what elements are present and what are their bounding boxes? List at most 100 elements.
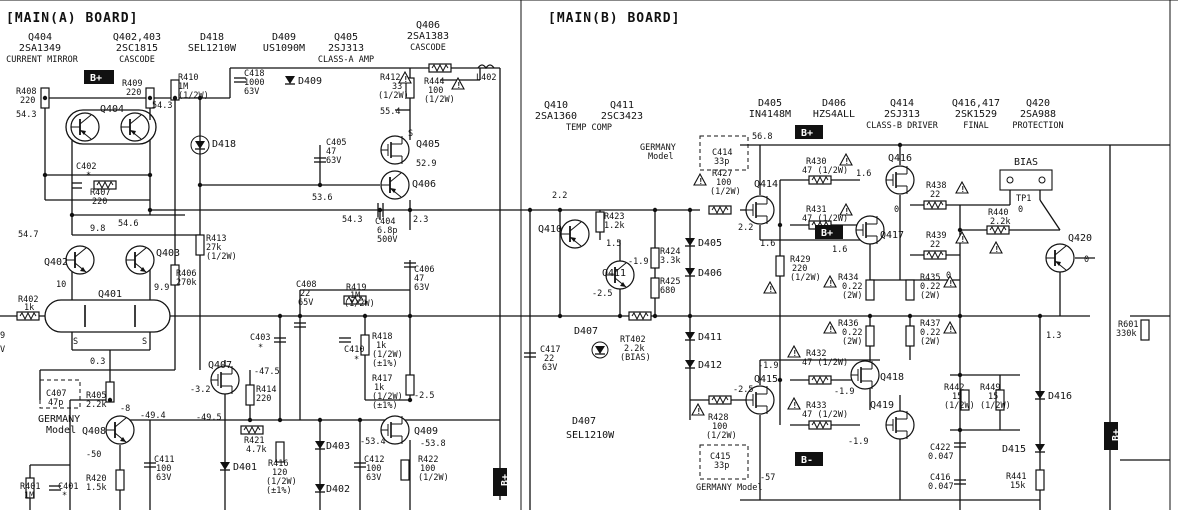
svg-text:R425: R425 — [660, 277, 680, 287]
svg-text:2SK1529: 2SK1529 — [955, 109, 997, 120]
svg-text:-57: -57 — [760, 473, 775, 483]
c403: C403* — [250, 333, 287, 353]
svg-text:63V: 63V — [244, 87, 259, 97]
svg-text:2.2: 2.2 — [738, 223, 753, 233]
svg-text:CURRENT MIRROR: CURRENT MIRROR — [6, 55, 79, 65]
svg-text:Q419: Q419 — [870, 400, 894, 411]
svg-text:R406: R406 — [176, 269, 196, 279]
svg-text:100: 100 — [420, 464, 435, 474]
svg-text:15: 15 — [952, 392, 962, 402]
svg-text:IN4148M: IN4148M — [749, 109, 791, 120]
q406: Q406 — [380, 170, 436, 200]
q415: Q415 — [745, 374, 778, 415]
svg-text:R402: R402 — [18, 295, 38, 305]
svg-text:R423: R423 — [604, 212, 624, 222]
q402: Q402 — [44, 245, 95, 275]
svg-text:D402: D402 — [326, 484, 350, 495]
svg-text:(±1%): (±1%) — [372, 401, 398, 411]
svg-text:63V: 63V — [366, 473, 381, 483]
svg-text:D416: D416 — [1048, 391, 1072, 402]
svg-text:47 (1/2W): 47 (1/2W) — [802, 410, 848, 420]
svg-text:R413: R413 — [206, 234, 226, 244]
svg-text:2.2k: 2.2k — [624, 344, 644, 354]
svg-text:(1/2W): (1/2W) — [980, 401, 1011, 411]
svg-text:C405: C405 — [326, 138, 346, 148]
svg-text:2.2k: 2.2k — [86, 400, 106, 410]
svg-text:R430: R430 — [806, 157, 826, 167]
svg-text:(1/2W): (1/2W) — [372, 392, 403, 402]
svg-text:CASCODE: CASCODE — [410, 43, 446, 53]
svg-text:S: S — [142, 337, 147, 347]
d411: D411 — [684, 331, 722, 343]
svg-text:-53.8: -53.8 — [420, 439, 446, 449]
svg-text:63V: 63V — [156, 473, 171, 483]
svg-text:(1/2W): (1/2W) — [944, 401, 975, 411]
svg-text:15k: 15k — [1010, 481, 1025, 491]
svg-text:63V: 63V — [326, 156, 341, 166]
svg-text:-49.4: -49.4 — [140, 411, 166, 421]
svg-text:4.7k: 4.7k — [246, 445, 266, 455]
svg-text:C406: C406 — [414, 265, 434, 275]
svg-text:22: 22 — [300, 289, 310, 299]
svg-text:0: 0 — [1018, 205, 1023, 215]
bplus-tab-b2: B+ — [815, 225, 843, 239]
header-b-q410: Q410 2SA1360 — [535, 100, 577, 122]
svg-text:2SC1815: 2SC1815 — [116, 43, 158, 54]
svg-text:54.3: 54.3 — [342, 215, 362, 225]
svg-text:0: 0 — [946, 271, 951, 281]
svg-text:D405: D405 — [698, 238, 722, 249]
svg-text:V: V — [0, 345, 5, 355]
svg-text:500V: 500V — [377, 235, 397, 245]
bplus-tab-b3: B+ — [1104, 422, 1122, 450]
c410: C410* — [338, 337, 364, 365]
svg-text:R437: R437 — [920, 319, 940, 329]
svg-text:TEMP COMP: TEMP COMP — [566, 123, 612, 133]
q401: Q401 S S — [73, 289, 147, 347]
svg-text:54.3: 54.3 — [16, 110, 36, 120]
svg-text:1.2k: 1.2k — [604, 221, 624, 231]
svg-text:GERMANY: GERMANY — [38, 414, 80, 425]
svg-text:C416: C416 — [930, 473, 950, 483]
svg-text:1M: 1M — [350, 291, 360, 301]
svg-text:R405: R405 — [86, 391, 106, 401]
svg-text:R408: R408 — [16, 87, 36, 97]
d415: D415 — [1002, 443, 1046, 455]
svg-text:(±1%): (±1%) — [372, 359, 398, 369]
svg-text:0.22: 0.22 — [920, 282, 940, 292]
svg-text:-3.2: -3.2 — [190, 385, 210, 395]
svg-text:C415: C415 — [710, 452, 730, 462]
svg-text:10: 10 — [56, 280, 66, 290]
svg-text:-2.5: -2.5 — [733, 385, 753, 395]
svg-text:R421: R421 — [244, 436, 264, 446]
q409: Q409 — [380, 415, 438, 445]
germany-model-label-a: GERMANY Model — [38, 414, 80, 436]
svg-text:*: * — [86, 171, 91, 181]
svg-text:3.3k: 3.3k — [660, 256, 680, 266]
svg-text:-1.9: -1.9 — [758, 361, 778, 371]
svg-text:(1/2W): (1/2W) — [266, 477, 297, 487]
svg-text:Q405: Q405 — [334, 32, 358, 43]
svg-text:2SA1360: 2SA1360 — [535, 111, 577, 122]
svg-text:220: 220 — [92, 197, 107, 207]
svg-text:R429: R429 — [790, 255, 810, 265]
svg-text:C403: C403 — [250, 333, 270, 343]
svg-text:22: 22 — [930, 190, 940, 200]
header-a-d418: D418 SEL1210W — [188, 32, 237, 54]
d401: D401 — [219, 461, 257, 473]
svg-text:SEL1210W: SEL1210W — [566, 430, 615, 441]
svg-text:R442: R442 — [944, 383, 964, 393]
bminus-tab-b: B- — [795, 452, 823, 466]
svg-text:(2W): (2W) — [842, 337, 862, 347]
